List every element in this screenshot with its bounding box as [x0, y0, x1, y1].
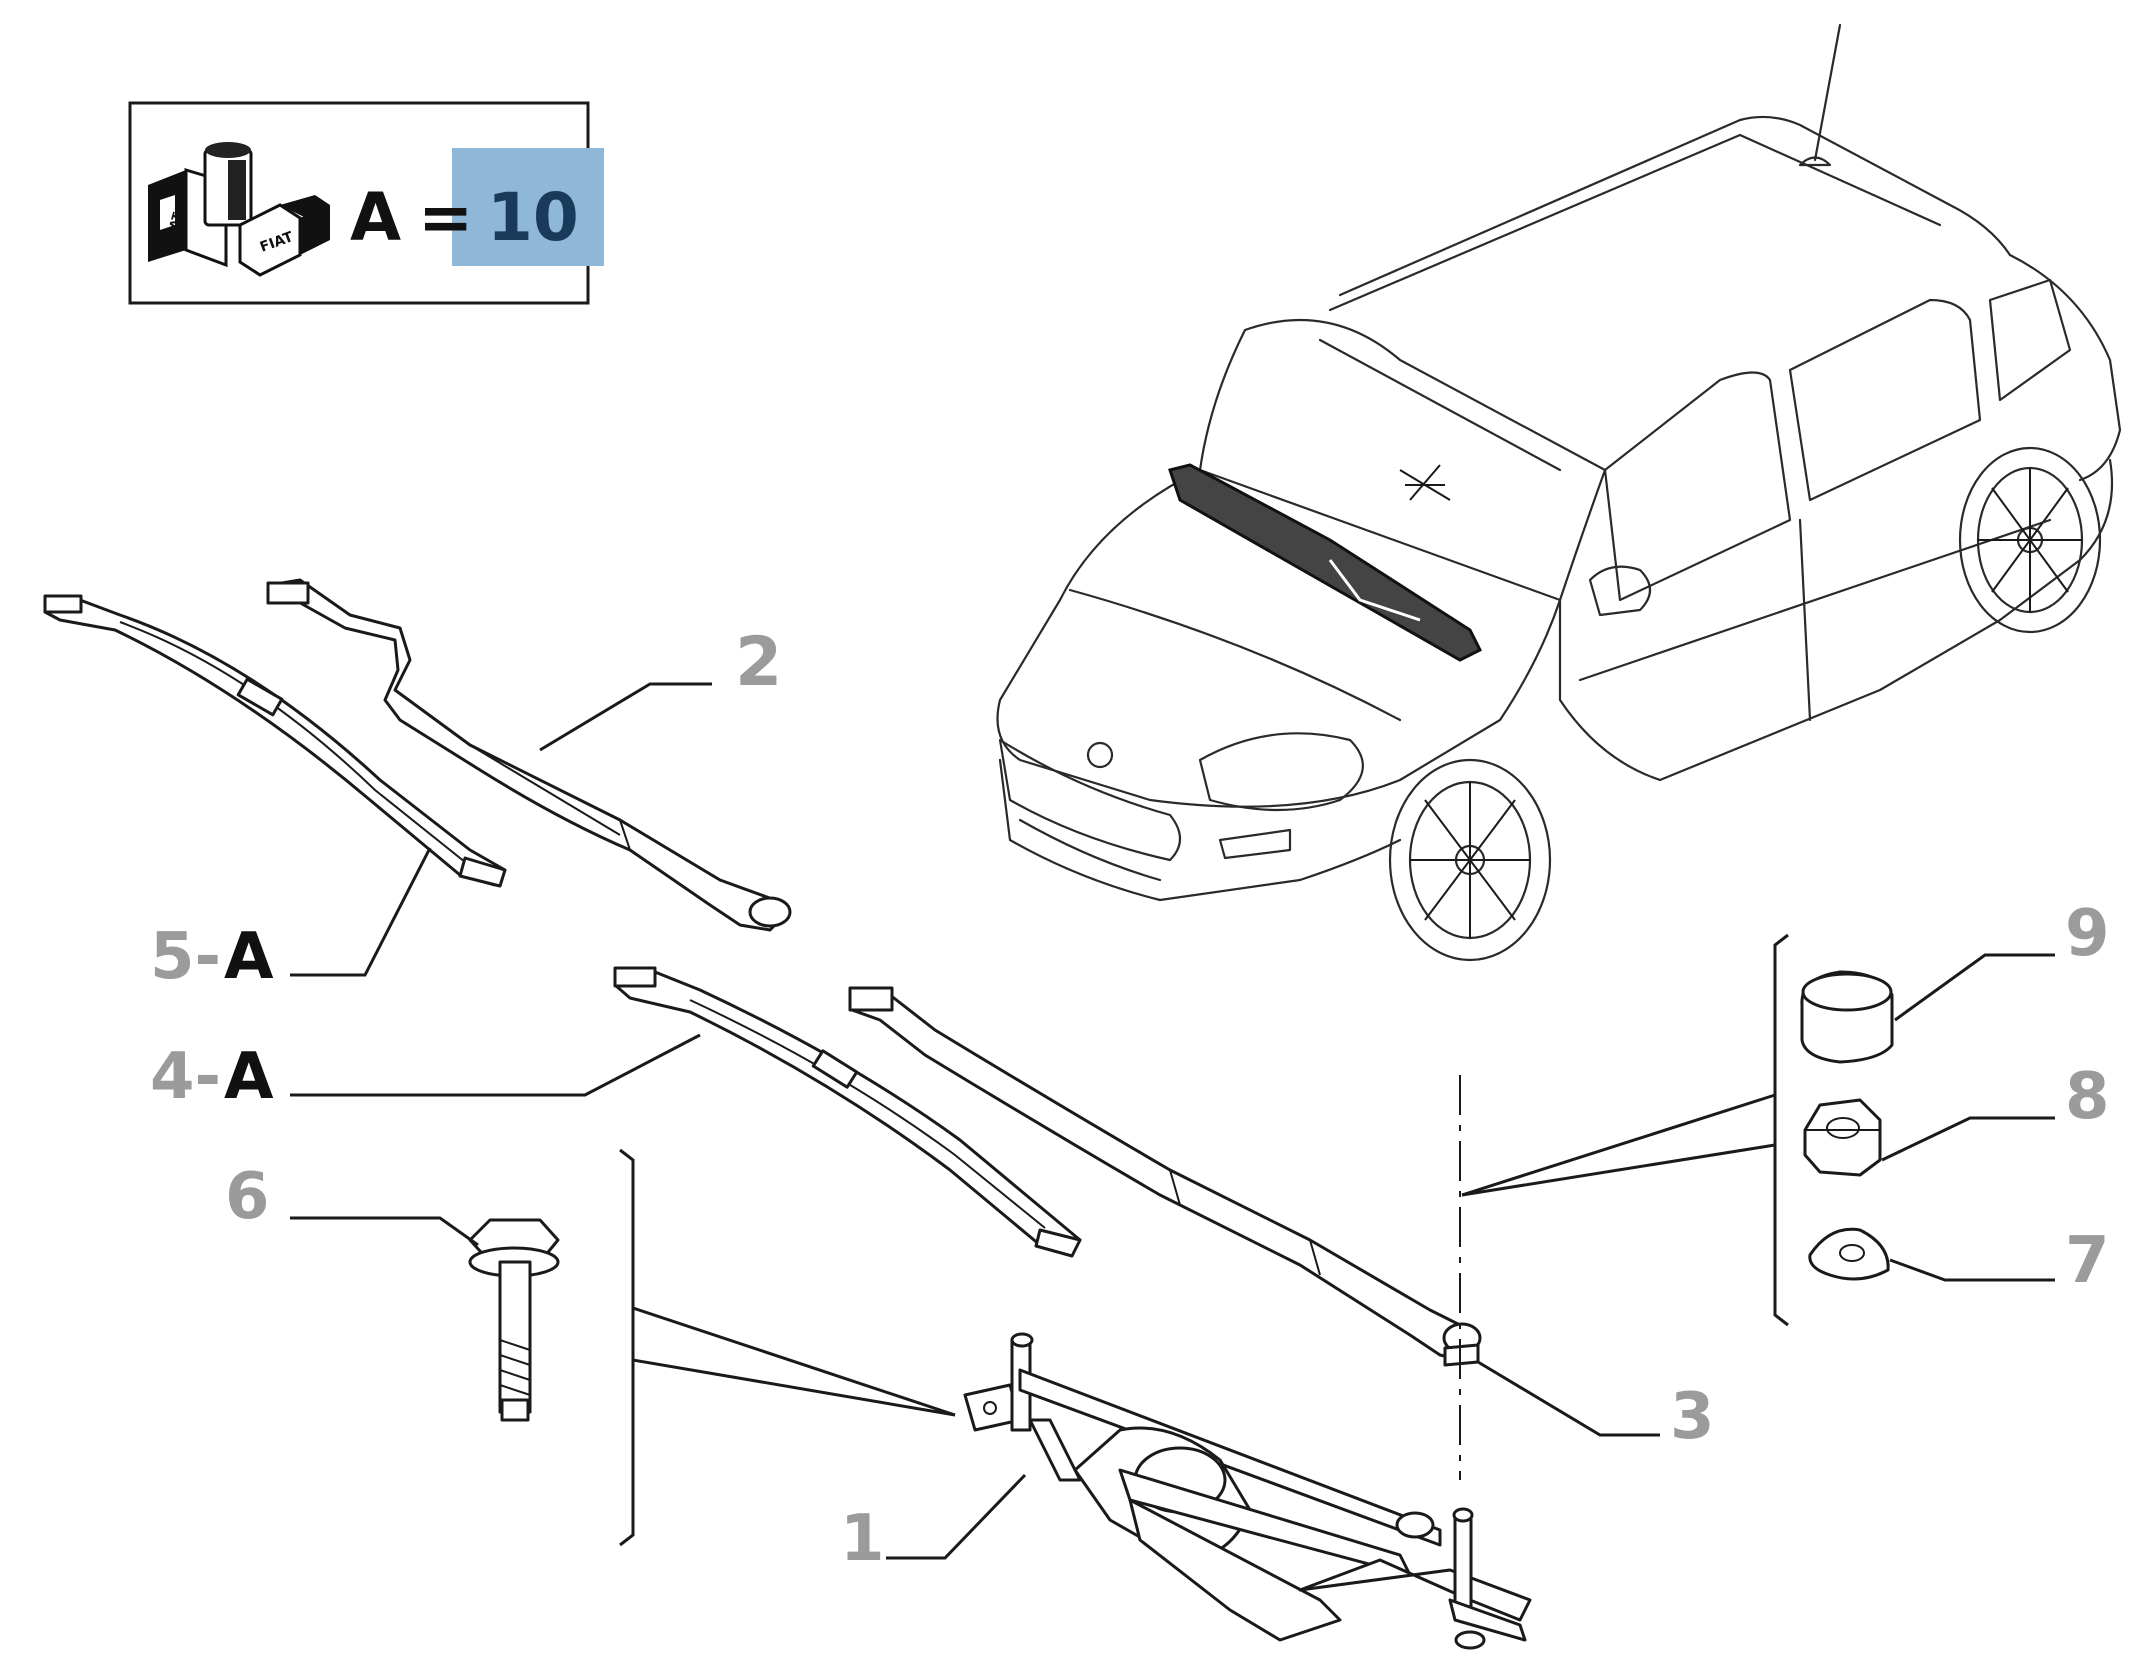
- grease-icon: FIAT FIAT: [148, 142, 330, 277]
- equation-sign: =: [418, 179, 473, 256]
- leader-bracket-right-2: [1461, 1143, 1776, 1197]
- callout-1: 1: [840, 1502, 885, 1576]
- leader-bracket-left-2: [632, 1358, 956, 1417]
- bracket-right: [1773, 933, 1789, 1327]
- rubber-cap: [1800, 970, 1894, 1064]
- wiper-arm-passenger: [266, 578, 792, 932]
- equation-letter: A: [350, 179, 401, 256]
- callout-6: 6: [225, 1160, 270, 1234]
- leader-bracket-left-1: [632, 1306, 956, 1417]
- wiper-blade-driver: [613, 966, 1082, 1258]
- value-highlight: [452, 148, 604, 266]
- leader-2: [539, 682, 712, 752]
- callout-9: 9: [2065, 897, 2110, 971]
- leader-8: [1881, 1116, 2055, 1162]
- callout-4: 4-: [150, 1040, 221, 1114]
- bracket-left: [619, 1148, 635, 1547]
- leader-9: [1894, 953, 2055, 1022]
- leader-bracket-right-1: [1461, 1093, 1776, 1197]
- leader-6: [290, 1216, 479, 1247]
- leader-1: [886, 1473, 1027, 1560]
- hex-nut: [1803, 1098, 1882, 1177]
- wiper-blade-passenger: [43, 594, 507, 888]
- washer: [1808, 1227, 1890, 1281]
- bolt: [468, 1218, 560, 1422]
- legend-box: FIAT FIAT A = 10: [128, 101, 604, 305]
- equation-value: 10: [487, 179, 579, 256]
- wiper-arm-driver: [848, 986, 1482, 1367]
- wiper-motor-linkage: [963, 1332, 1532, 1650]
- leader-5: [290, 847, 432, 977]
- callout-5: 5-: [150, 920, 221, 994]
- callout-8: 8: [2065, 1060, 2110, 1134]
- leader-4: [290, 1033, 701, 1097]
- leader-3: [1477, 1360, 1660, 1437]
- callout-4-suffix: A: [224, 1040, 274, 1114]
- car-illustration: [996, 23, 2122, 962]
- callout-2: 2: [735, 623, 782, 702]
- leader-7: [1889, 1258, 2055, 1282]
- callout-3: 3: [1670, 1380, 1715, 1454]
- callout-5-suffix: A: [224, 920, 274, 994]
- callout-7: 7: [2065, 1224, 2110, 1298]
